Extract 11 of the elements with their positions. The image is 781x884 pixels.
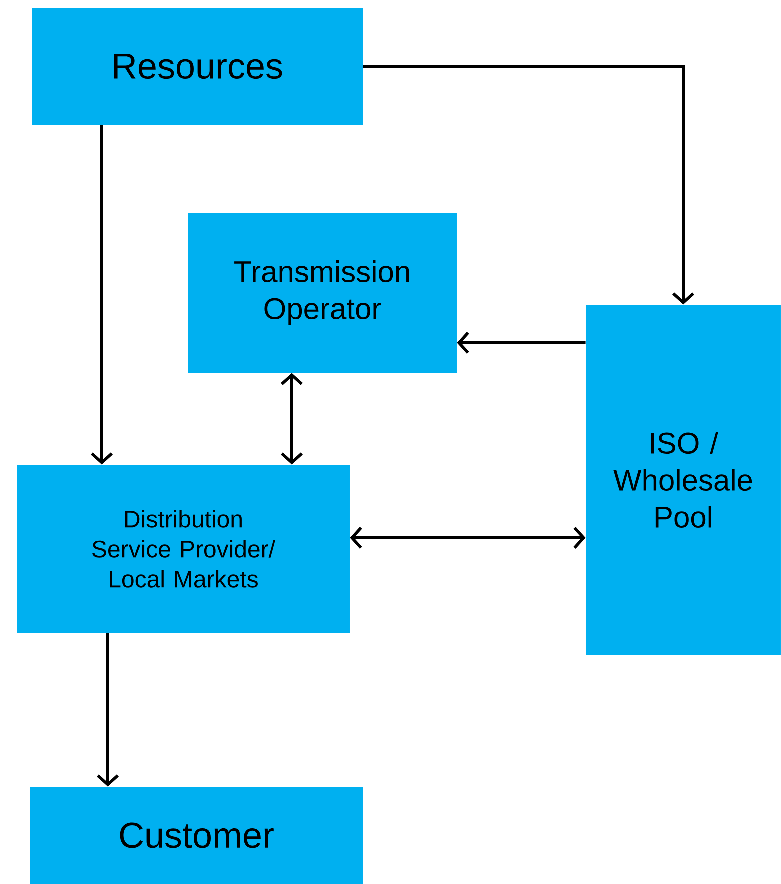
process-box: ISO / Wholesale Pool bbox=[586, 305, 781, 655]
arrow bbox=[97, 633, 119, 787]
process-box: Distribution Service Provider/ Local Markets bbox=[17, 465, 350, 633]
process-box: Transmission Operator bbox=[188, 213, 457, 373]
arrow bbox=[281, 373, 303, 465]
process-box: Resources bbox=[32, 8, 363, 125]
arrow bbox=[91, 125, 113, 465]
arrow bbox=[457, 332, 586, 354]
arrow bbox=[363, 66, 694, 305]
process-box: Customer bbox=[30, 787, 363, 884]
arrow bbox=[350, 527, 586, 549]
